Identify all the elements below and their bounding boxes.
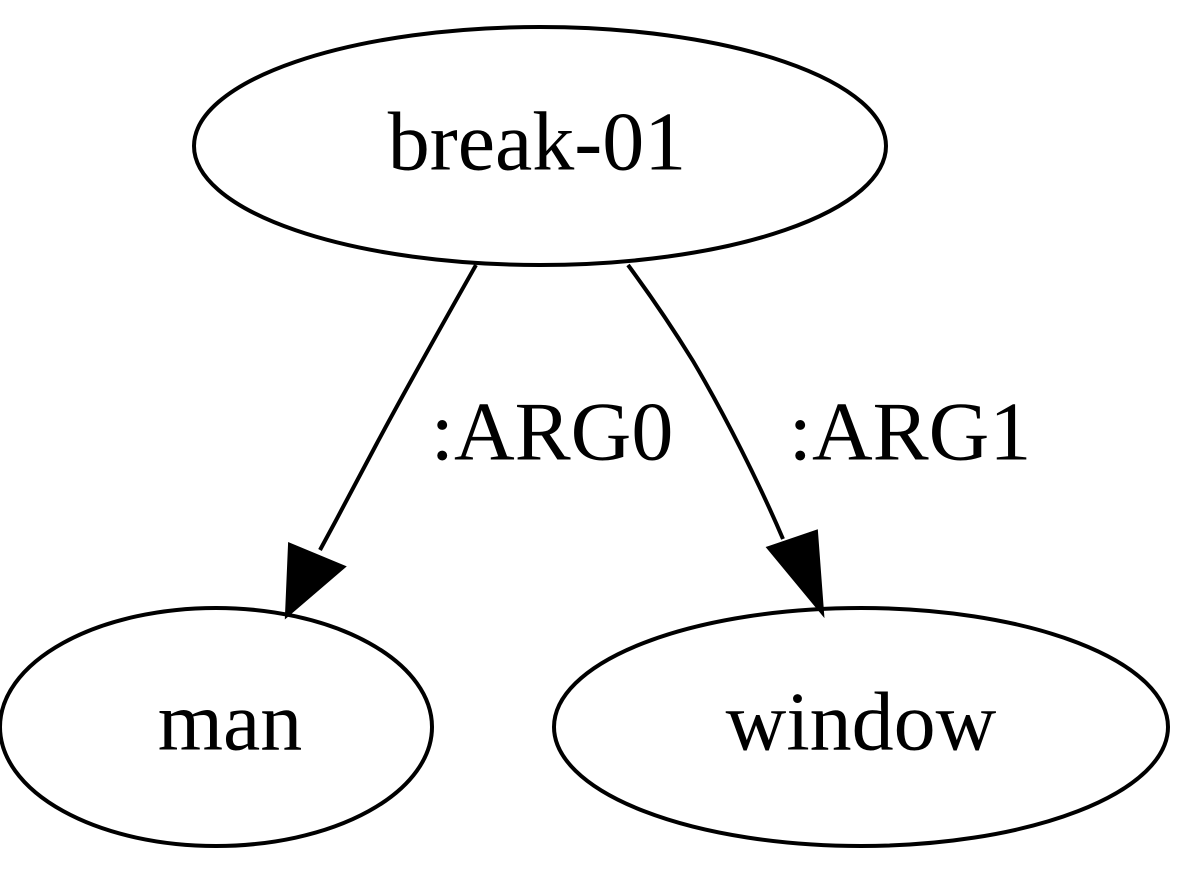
edge-arg0-label: :ARG0	[431, 386, 674, 479]
edge-arg1-arrowhead	[765, 529, 825, 619]
edge-arg1: :ARG1	[626, 263, 1032, 619]
node-break-01-label: break-01	[388, 96, 687, 189]
node-man: man	[0, 606, 434, 848]
node-break-01: break-01	[192, 25, 888, 267]
edge-arg1-line	[626, 263, 785, 540]
node-break-01-ellipse	[192, 25, 888, 267]
node-man-ellipse	[0, 606, 434, 848]
edge-arg1-label: :ARG1	[789, 386, 1032, 479]
node-window-ellipse	[552, 606, 1170, 848]
edge-arg0: :ARG0	[284, 264, 674, 620]
node-window-label: window	[726, 676, 997, 769]
node-man-label: man	[158, 676, 303, 769]
edge-arg0-line	[318, 264, 478, 551]
edge-arg0-arrowhead	[284, 542, 347, 620]
node-window: window	[552, 606, 1170, 848]
